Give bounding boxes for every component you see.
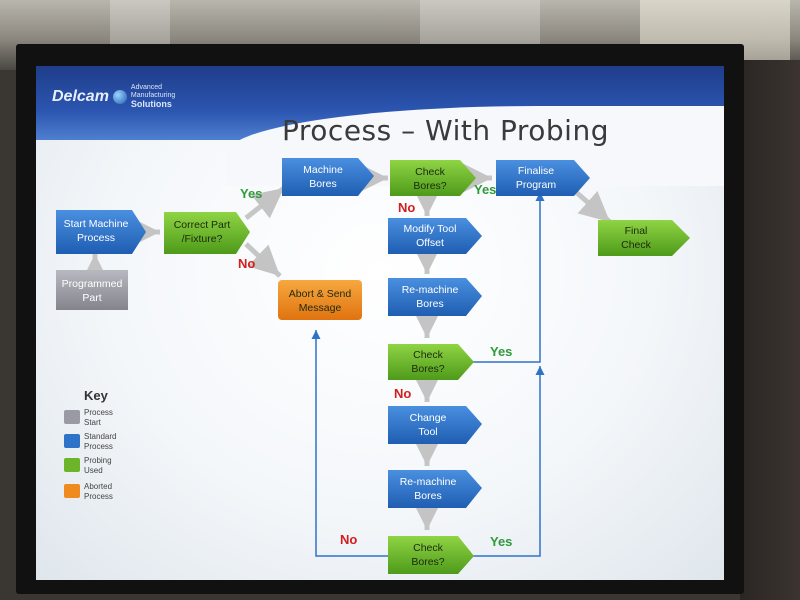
node-check-2-line2: Bores?: [411, 363, 444, 375]
label-no-check2: No: [394, 386, 411, 401]
legend-swatch-probing: [64, 458, 80, 472]
node-programmed-part: Programmed Part: [56, 270, 128, 310]
logo-tagline-2: Manufacturing: [130, 92, 176, 99]
node-machine-bores-line2: Bores: [309, 178, 336, 190]
node-final-check: Final Check: [598, 220, 690, 256]
node-remachine-bores-1: Re-machine Bores: [388, 278, 482, 316]
node-abort-line2: Message: [299, 302, 342, 314]
logo-tagline-1: Advanced: [130, 84, 163, 91]
node-correct-part: Correct Part /Fixture?: [164, 212, 250, 254]
node-start-machine: Start Machine Process: [56, 210, 146, 254]
node-remachine-2-line2: Bores: [414, 490, 441, 502]
node-change-tool: Change Tool: [388, 406, 482, 444]
legend-aborted-line2: Process: [84, 492, 113, 501]
connector-correct-to-abort: [244, 242, 282, 278]
node-check-1-line2: Bores?: [413, 180, 446, 192]
label-no-correct: No: [238, 256, 255, 271]
legend-standard-line2: Process: [84, 442, 113, 451]
label-yes-check2: Yes: [490, 344, 512, 359]
label-no-check3: No: [340, 532, 357, 547]
node-remachine-1-line2: Bores: [416, 298, 443, 310]
node-remachine-bores-2: Re-machine Bores: [388, 470, 482, 508]
slide: Delcam Advanced Manufacturing Solutions …: [36, 66, 724, 580]
node-start-machine-line1: Start Machine: [64, 218, 129, 230]
node-modify-tool-line1: Modify Tool: [404, 223, 457, 235]
node-check-bores-3: Check Bores?: [388, 536, 474, 574]
logo-name: Delcam: [52, 88, 109, 105]
connector-check2-yes: [472, 192, 545, 363]
slide-title: Process – With Probing: [282, 114, 609, 147]
node-abort: Abort & Send Message: [278, 280, 362, 320]
legend-probing-line1: Probing: [84, 456, 112, 465]
legend-aborted-line1: Aborted: [84, 482, 112, 491]
delcam-logo: Delcam Advanced Manufacturing Solutions: [52, 84, 175, 110]
return-connectors: [311, 192, 545, 557]
node-check-1-line1: Check: [415, 166, 446, 178]
label-yes-check1: Yes: [474, 182, 496, 197]
node-remachine-2-line1: Re-machine: [400, 476, 457, 488]
legend-swatch-start: [64, 410, 80, 424]
node-modify-tool: Modify Tool Offset: [388, 218, 482, 254]
node-check-bores-1: Check Bores?: [390, 160, 476, 196]
flowchart: Start Machine Process Programmed Part Co…: [56, 158, 690, 574]
node-check-2-line1: Check: [413, 349, 444, 361]
node-remachine-1-line1: Re-machine: [402, 284, 459, 296]
label-no-check1: No: [398, 200, 415, 215]
node-finalise-program: Finalise Program: [496, 160, 590, 196]
node-change-tool-line2: Tool: [418, 426, 437, 438]
node-programmed-part-line1: Programmed: [62, 278, 123, 290]
connector-correct-to-machine: [244, 186, 286, 220]
label-yes-check3: Yes: [490, 534, 512, 549]
connector-check3-no: [311, 330, 388, 557]
legend-start-line2: Start: [84, 418, 102, 427]
legend-swatch-standard: [64, 434, 80, 448]
node-correct-part-line1: Correct Part: [174, 219, 231, 231]
node-finalise-line1: Finalise: [518, 165, 554, 177]
legend-swatch-aborted: [64, 484, 80, 498]
node-final-check-line1: Final: [625, 225, 648, 237]
legend: Key Process Start Standard Process Probi…: [64, 388, 116, 501]
node-check-bores-2: Check Bores?: [388, 344, 474, 380]
node-machine-bores-line1: Machine: [303, 164, 343, 176]
logo-tagline-3: Solutions: [130, 99, 172, 109]
node-change-tool-line1: Change: [410, 412, 447, 424]
legend-probing-line2: Used: [84, 466, 103, 475]
node-check-3-line1: Check: [413, 542, 444, 554]
node-start-machine-line2: Process: [77, 232, 115, 244]
node-check-3-line2: Bores?: [411, 556, 444, 568]
node-correct-part-line2: /Fixture?: [182, 233, 223, 245]
node-finalise-line2: Program: [516, 179, 557, 191]
node-abort-line1: Abort & Send: [289, 288, 352, 300]
legend-standard-line1: Standard: [84, 432, 116, 441]
globe-icon: [112, 90, 127, 104]
node-machine-bores: Machine Bores: [282, 158, 374, 196]
wall: [740, 60, 800, 600]
connector-finalise-to-finalcheck: [574, 190, 612, 224]
label-yes-correct: Yes: [240, 186, 262, 201]
legend-title: Key: [84, 388, 109, 403]
node-final-check-line2: Check: [621, 239, 652, 251]
flow-connectors: [80, 163, 612, 530]
logo-tagline: Advanced Manufacturing Solutions: [131, 84, 175, 110]
node-modify-tool-line2: Offset: [416, 237, 444, 249]
connector-check3-yes: [472, 366, 545, 557]
legend-start-line1: Process: [84, 408, 113, 417]
node-programmed-part-line2: Part: [82, 292, 101, 304]
